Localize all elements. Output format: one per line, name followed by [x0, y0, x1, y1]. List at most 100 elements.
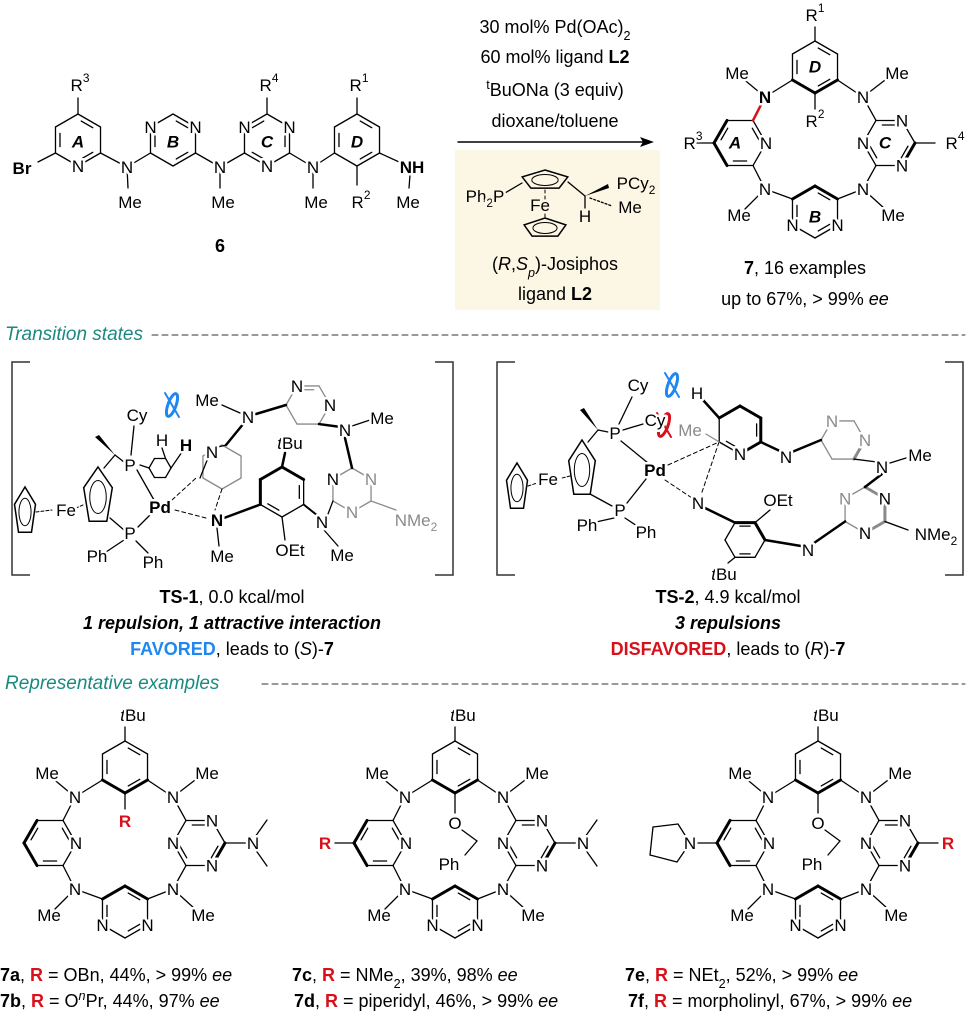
example-caption-7b: 7b, R = OnPr, 44%, 97% ee	[0, 989, 220, 1011]
bond	[254, 819, 268, 838]
text-part: N	[497, 880, 509, 899]
bond	[502, 888, 526, 910]
text-part: 2	[951, 534, 958, 548]
text-part: 7e	[625, 965, 645, 985]
bond	[170, 451, 183, 469]
atom-label: N	[339, 421, 351, 440]
bond	[281, 516, 286, 541]
ring-bond	[148, 467, 156, 479]
double-bond	[251, 120, 265, 129]
atom-label: P	[124, 524, 135, 543]
bond	[50, 776, 76, 798]
bond	[404, 779, 434, 798]
double-bond	[900, 145, 909, 159]
text-part: 7b	[0, 991, 21, 1011]
text-part: ee	[538, 991, 558, 1011]
ring-bond	[280, 465, 306, 481]
ring-bond	[862, 119, 877, 144]
double-bond	[725, 440, 738, 449]
bond	[54, 888, 76, 910]
bond	[865, 864, 880, 890]
atom-label: N	[307, 158, 319, 177]
ring-bond	[790, 78, 817, 95]
bond	[743, 776, 769, 798]
repulsion-icon-stroke	[664, 372, 680, 398]
atom-label: N	[238, 118, 250, 137]
bond	[740, 76, 766, 98]
bond	[836, 79, 864, 98]
text-part: N	[536, 811, 548, 830]
oxygen-label: O	[811, 814, 824, 833]
bond	[75, 504, 84, 509]
text-part: 4	[272, 71, 279, 85]
text-part: N	[399, 788, 411, 807]
triazine-nitrogen: N	[896, 156, 908, 175]
bond	[664, 479, 693, 499]
text-part: = morpholinyl, 67%, > 99%	[667, 991, 892, 1011]
methyl-label: Me	[365, 764, 389, 783]
bond	[862, 164, 877, 190]
text-part: O	[448, 814, 461, 833]
atom-label: P	[609, 424, 620, 443]
text-part: N	[206, 856, 218, 875]
text-part: N	[860, 788, 872, 807]
ts1-summary: 1 repulsion, 1 attractive interaction	[83, 613, 381, 633]
pyrimidine-nitrogen: N	[786, 216, 798, 235]
pyrimidine-nitrogen: N	[426, 916, 438, 935]
ring-bond	[77, 113, 102, 128]
text-part: DISFAVORED	[611, 639, 727, 659]
text-part: N	[242, 408, 254, 427]
double-bond	[457, 892, 471, 901]
ring-bond	[101, 740, 126, 755]
atom-label: Me	[210, 547, 234, 566]
top-substituent: tBu	[120, 706, 146, 725]
text-part: S	[516, 254, 528, 274]
ring-bond	[172, 842, 187, 867]
bond	[862, 76, 890, 98]
bond	[378, 152, 411, 168]
double-bond	[210, 845, 219, 859]
ligand-name: (R,Sp)-Josiphos	[492, 254, 618, 280]
iron-label: Fe	[530, 196, 550, 215]
text-part: N	[859, 524, 871, 543]
ring-bond	[754, 539, 766, 558]
ring-bond	[356, 152, 381, 167]
diphenylphosphino-label: Ph2P	[466, 187, 505, 211]
ring-bond	[454, 924, 479, 939]
triazine-nitrogen: N	[206, 856, 218, 875]
ring-bond	[54, 113, 79, 128]
ring-bond	[351, 500, 372, 513]
atom-label: Ph	[636, 523, 657, 542]
text-part: Me	[370, 409, 394, 428]
bond	[502, 864, 517, 890]
double-bond	[359, 120, 373, 129]
bond	[862, 188, 886, 210]
bond	[824, 829, 841, 842]
ring-bond	[332, 500, 353, 513]
double-bond	[820, 923, 834, 932]
r4-label: R4	[260, 71, 279, 95]
bond	[172, 888, 196, 910]
ring-bond	[852, 438, 867, 461]
ring-bond	[794, 924, 819, 939]
methyl-label: Me	[728, 764, 752, 783]
example-caption-7d: 7d, R = piperidyl, 46%, > 99% ee	[294, 991, 558, 1011]
methyl-label: Me	[191, 906, 215, 925]
text-part: Me	[908, 446, 932, 465]
text-part: R	[71, 76, 83, 95]
amine-nitrogen: N	[857, 88, 869, 107]
text-part: N	[859, 431, 871, 450]
text-part: ,	[312, 965, 322, 985]
text-part: Me	[725, 64, 749, 83]
text-part: N	[860, 880, 872, 899]
text-part: N	[789, 916, 801, 935]
triazine-nitrogen: N	[497, 834, 509, 853]
bond	[317, 422, 343, 429]
bond	[865, 796, 880, 822]
text-part: 2	[394, 977, 401, 991]
bond	[213, 444, 227, 449]
bond	[839, 779, 867, 798]
right-substituent: R	[942, 834, 954, 853]
text-part: ee	[869, 289, 889, 309]
